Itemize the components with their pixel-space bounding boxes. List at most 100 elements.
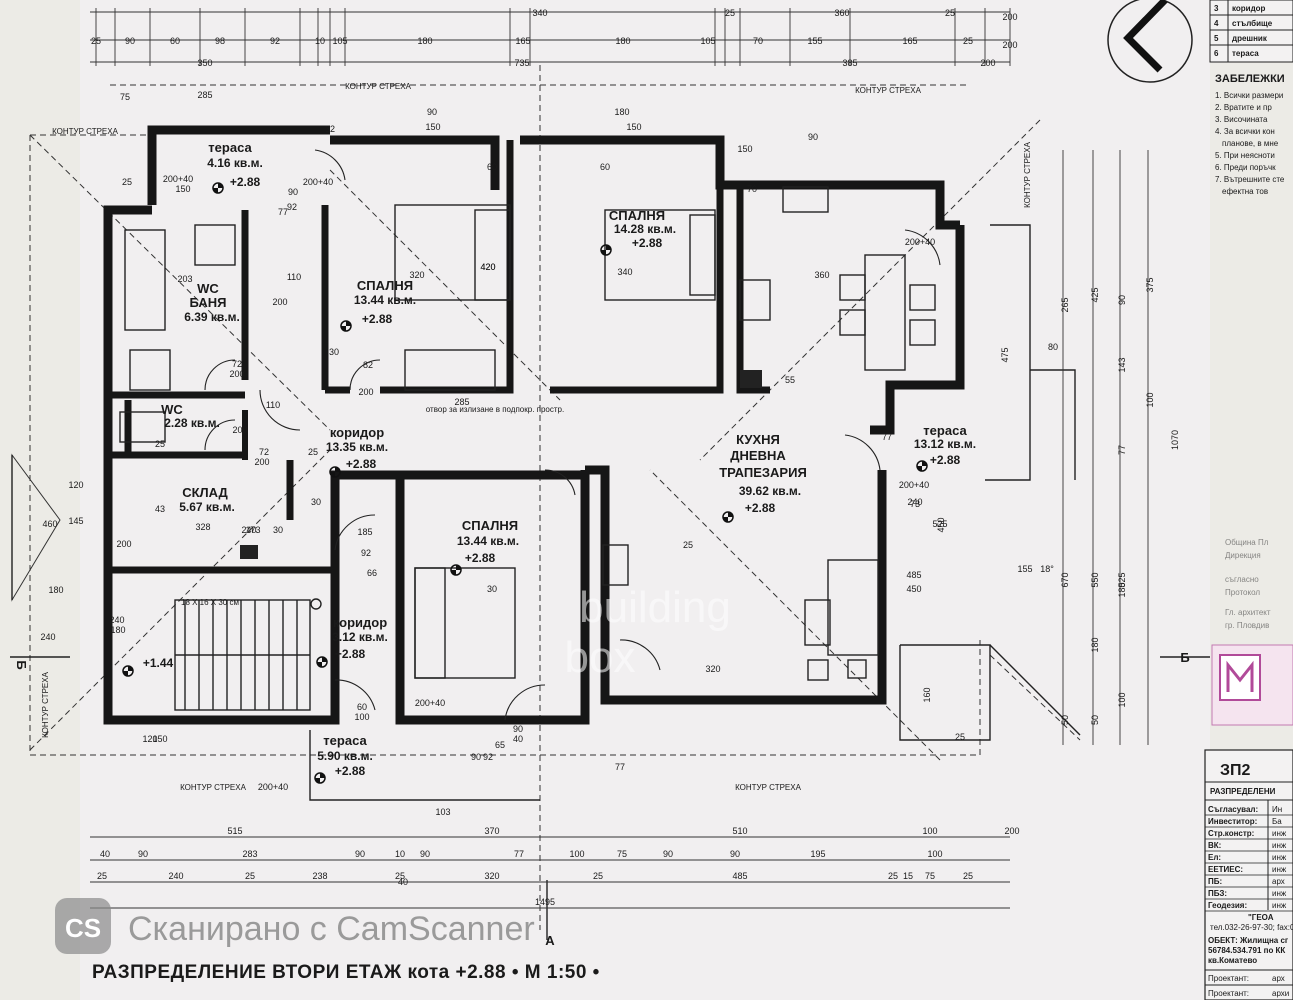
tb-row-right-6: арх: [1272, 877, 1285, 886]
level-marker-icon: [329, 466, 341, 478]
tb-row-right-5: инж: [1272, 865, 1287, 874]
small-dim-76: 120: [68, 480, 83, 490]
svg-text:200: 200: [1002, 40, 1017, 50]
small-dim-64: 100: [354, 712, 369, 722]
svg-text:Протокол: Протокол: [1225, 588, 1260, 597]
svg-text:25: 25: [97, 871, 107, 881]
svg-text:200: 200: [980, 58, 995, 68]
svg-text:КОНТУР СТРЕХА: КОНТУР СТРЕХА: [855, 86, 922, 95]
dim-top3-3: 25: [945, 8, 955, 18]
svg-text:92: 92: [270, 36, 280, 46]
room-wc-bath-dim: 203: [177, 274, 192, 284]
small-dim-47: 200: [116, 539, 131, 549]
svg-text:485: 485: [732, 871, 747, 881]
svg-text:тел.032-26-97-30; fax:0: тел.032-26-97-30; fax:0: [1210, 923, 1293, 932]
svg-text:70: 70: [753, 36, 763, 46]
tb-row-right-1: Ба: [1272, 817, 1282, 826]
small-dim-22: 320: [409, 270, 424, 280]
small-dim-37: 110: [266, 400, 280, 410]
svg-text:Дирекция: Дирекция: [1225, 551, 1261, 560]
small-dim-16: 92: [287, 202, 297, 212]
approval-stamp: Община Пл Дирекция съгласно Протокол Гл.…: [1225, 538, 1271, 630]
designer-stamp: [1211, 644, 1293, 726]
tb-row-right-0: Ин: [1272, 805, 1282, 814]
room-labels: тераса 4.16 кв.м. +2.88 WC БАНЯ 6.39 кв.…: [143, 140, 976, 778]
tb-row-2: Стр.констр:: [1208, 829, 1254, 838]
small-dim-25: 340: [617, 267, 632, 277]
tb-row-right-7: инж: [1272, 889, 1287, 898]
tb-row-3: ВК:: [1208, 841, 1221, 850]
level-marker-icon: [600, 244, 612, 256]
tb-row-right-8: инж: [1272, 901, 1287, 910]
small-dim-42: 73: [910, 499, 920, 509]
svg-text:100: 100: [1145, 392, 1155, 407]
svg-text:525: 525: [1117, 572, 1127, 587]
room-bedroom-1-name: СПАЛНЯ: [357, 278, 413, 293]
svg-text:735: 735: [514, 58, 529, 68]
dimension-text-top-1: 350 735 385 200: [197, 58, 995, 68]
camscanner-watermark: CS Сканирано с CamScanner: [55, 898, 535, 954]
svg-text:90: 90: [125, 36, 135, 46]
svg-text:планове, в мне: планове, в мне: [1222, 139, 1279, 148]
svg-text:10: 10: [395, 849, 405, 859]
svg-text:4. За всички кон: 4. За всички кон: [1215, 127, 1275, 136]
small-dim-45: 185: [357, 527, 372, 537]
small-dim-59: 240: [109, 615, 124, 625]
drawing-code: ЗП2: [1220, 762, 1251, 779]
svg-text:143: 143: [1117, 357, 1127, 372]
small-dim-65: 60: [357, 702, 367, 712]
level-marker-icon: [314, 772, 326, 784]
small-dim-17: 200+40: [163, 174, 193, 184]
small-dim-63: 120: [142, 734, 157, 744]
small-dim-58: 180: [48, 585, 63, 595]
small-dim-23: 420: [480, 262, 495, 272]
small-dim-79: 25: [955, 732, 965, 742]
annotations: отвор за излизане в подпокр. простр.: [426, 405, 564, 414]
svg-text:Проектант:: Проектант:: [1208, 974, 1249, 983]
room-bedroom-2-area: 14.28 кв.м.: [614, 222, 676, 236]
small-dim-18: 150: [175, 184, 190, 194]
svg-text:4: 4: [1214, 19, 1219, 28]
room-storage-name: СКЛАД: [182, 485, 228, 500]
svg-text:375: 375: [1145, 277, 1155, 292]
eave-labels: КОНТУР СТРЕХА КОНТУР СТРЕХА КОНТУР СТРЕХ…: [41, 82, 1032, 792]
small-dim-51: 66: [367, 568, 377, 578]
svg-text:90: 90: [1117, 295, 1127, 305]
door-swings: [204, 149, 941, 721]
svg-text:6. Преди поръчк: 6. Преди поръчк: [1215, 163, 1276, 172]
room-corridor-2-area: 3.12 кв.м.: [332, 630, 388, 644]
tb-row-right-4: инж: [1272, 853, 1287, 862]
small-dim-43: 240: [241, 525, 256, 535]
level-marker-icon: [122, 665, 134, 677]
svg-text:box: box: [565, 633, 636, 682]
svg-text:КОНТУР СТРЕХА: КОНТУР СТРЕХА: [52, 127, 119, 136]
svg-text:385: 385: [842, 58, 857, 68]
legend-heading: ЗАБЕЛЕЖКИ: [1215, 73, 1285, 85]
svg-text:77: 77: [514, 849, 524, 859]
svg-text:ефектна тов: ефектна тов: [1222, 187, 1268, 196]
staircase: [174, 598, 322, 711]
small-dim-20: 25: [122, 177, 132, 187]
dim-top3-1: 25: [725, 8, 735, 18]
svg-text:105: 105: [332, 36, 347, 46]
small-dim-36: 25: [155, 439, 165, 449]
svg-text:съгласно: съгласно: [1225, 575, 1259, 584]
svg-text:кв.Коматево: кв.Коматево: [1208, 956, 1257, 965]
svg-text:6: 6: [1214, 49, 1219, 58]
svg-text:75: 75: [617, 849, 627, 859]
room-kitchen-area: 39.62 кв.м.: [739, 484, 801, 498]
svg-text:3: 3: [1214, 4, 1219, 13]
svg-text:40: 40: [100, 849, 110, 859]
svg-text:550: 550: [1090, 572, 1100, 587]
room-corridor-1-level: +2.88: [346, 457, 377, 471]
camscanner-logo-icon: [55, 898, 111, 954]
small-dim-56: 485: [906, 570, 921, 580]
svg-text:Гл. архитект: Гл. архитект: [1225, 608, 1271, 617]
svg-text:25: 25: [963, 36, 973, 46]
svg-text:450: 450: [936, 517, 946, 532]
dim-top3-0: 340: [532, 8, 547, 18]
room-kitchen-name2: ДНЕВНА: [730, 448, 786, 463]
level-marker-icon: [340, 320, 352, 332]
small-dim-8: 32: [325, 124, 335, 134]
svg-text:25: 25: [963, 871, 973, 881]
